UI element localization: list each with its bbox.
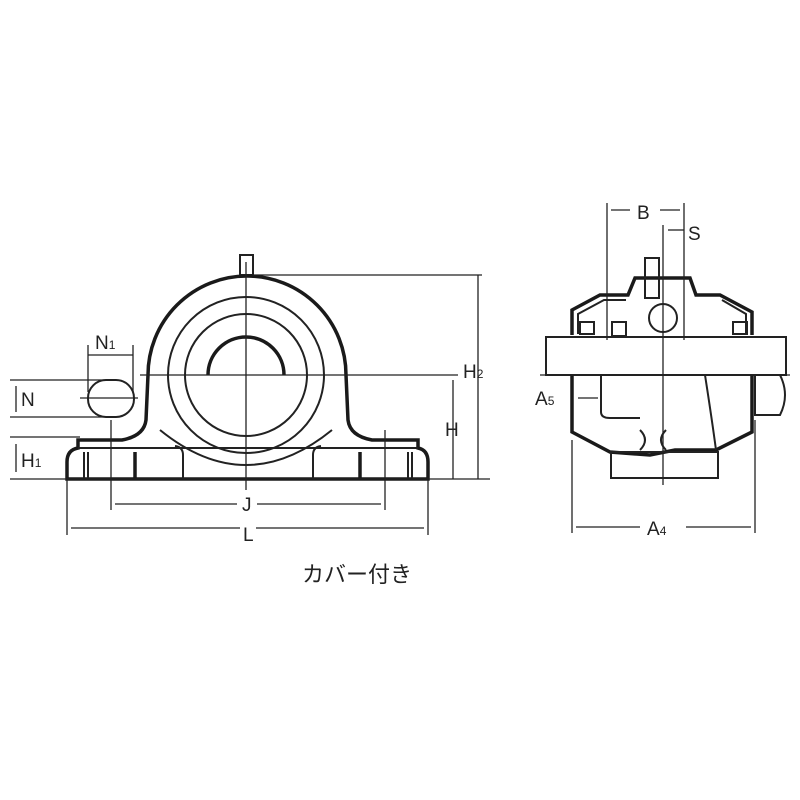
- label-B: B: [637, 203, 650, 224]
- label-S: S: [688, 224, 701, 245]
- label-N: N: [21, 390, 35, 411]
- cover-top-outline: [570, 276, 754, 335]
- label-H2: H2: [463, 362, 484, 383]
- housing-contour: [704, 374, 717, 451]
- shaft: [545, 336, 787, 376]
- grease-nipple-side: [644, 257, 660, 299]
- label-H: H: [445, 420, 459, 441]
- label-L: L: [243, 525, 254, 546]
- side-dimension-lines: [571, 203, 756, 533]
- seal-left: [579, 321, 595, 335]
- caption: カバー付き: [302, 563, 412, 588]
- seal-right: [732, 321, 748, 335]
- ball-bottom: [639, 429, 667, 451]
- housing-outline: [65, 274, 430, 481]
- base-recess: [174, 445, 322, 479]
- base-foot: [610, 451, 719, 479]
- side-view: B S A5 A4: [535, 203, 790, 540]
- label-J: J: [242, 495, 252, 516]
- housing-inner-bottom: [600, 375, 640, 419]
- dimension-lines: [10, 274, 490, 535]
- label-H1: H1: [21, 451, 42, 472]
- label-N1: N1: [95, 333, 116, 354]
- set-screw: [611, 321, 627, 337]
- bolt-slots: [83, 452, 413, 478]
- front-view: N1 N H1 H2 H J L: [10, 254, 490, 546]
- cover-inner-top: [577, 299, 747, 334]
- label-A4: A4: [647, 519, 667, 540]
- label-A5: A5: [535, 389, 555, 410]
- shaft-end: [754, 374, 786, 416]
